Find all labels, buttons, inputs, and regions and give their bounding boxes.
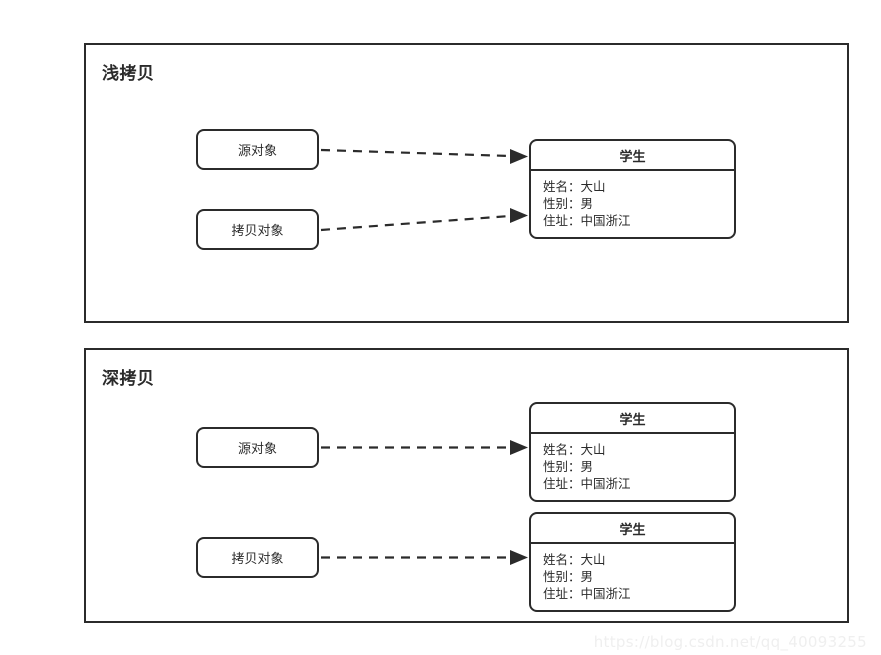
shallow-source-object-label: 源对象 [237, 144, 277, 159]
shallow-arrow-copy-to-card [320, 208, 528, 232]
deep-student-card-copy-header: 学生 [531, 514, 734, 544]
shallow-student-attr-name: 姓名：大山 [543, 179, 606, 194]
shallow-student-card[interactable]: 学生 姓名：大山 性别：男 住址：中国浙江 [529, 139, 736, 239]
deep-source-attr-name: 姓名：大山 [543, 442, 606, 457]
deep-source-attr-address: 住址：中国浙江 [543, 476, 631, 491]
shallow-arrow-source-to-card [320, 148, 528, 164]
shallow-copy-object-label: 拷贝对象 [231, 224, 284, 239]
shallow-student-attr-gender: 性别：男 [543, 196, 594, 211]
shallow-source-object-box[interactable]: 源对象 [196, 129, 319, 170]
deep-student-card-copy[interactable]: 学生 姓名：大山 性别：男 住址：中国浙江 [529, 512, 736, 612]
shallow-student-attr-address: 住址：中国浙江 [543, 213, 631, 228]
deep-copy-object-label: 拷贝对象 [231, 552, 284, 567]
section-title-shallow-copy: 浅拷贝 [102, 64, 155, 84]
deep-arrow-source-to-card [321, 440, 528, 455]
deep-copy-attr-name: 姓名：大山 [543, 552, 606, 567]
deep-student-card-source[interactable]: 学生 姓名：大山 性别：男 住址：中国浙江 [529, 402, 736, 502]
watermark-text: https://blog.csdn.net/qq_40093255 [593, 633, 867, 651]
shallow-student-card-header: 学生 [531, 141, 734, 171]
deep-source-attr-gender: 性别：男 [543, 459, 594, 474]
deep-student-card-source-body: 姓名：大山 性别：男 住址：中国浙江 [531, 434, 734, 500]
section-title-deep-copy: 深拷贝 [102, 369, 155, 389]
deep-student-card-source-header: 学生 [531, 404, 734, 434]
section-shallow-copy: 浅拷贝 源对象 拷贝对象 学生 姓名：大山 性别：男 住址：中国浙江 [84, 43, 849, 323]
deep-copy-attr-gender: 性别：男 [543, 569, 594, 584]
shallow-student-card-body: 姓名：大山 性别：男 住址：中国浙江 [531, 171, 734, 237]
deep-student-card-copy-body: 姓名：大山 性别：男 住址：中国浙江 [531, 544, 734, 610]
shallow-copy-object-box[interactable]: 拷贝对象 [196, 209, 319, 250]
deep-copy-attr-address: 住址：中国浙江 [543, 586, 631, 601]
deep-source-object-label: 源对象 [237, 442, 277, 457]
deep-source-object-box[interactable]: 源对象 [196, 427, 319, 468]
section-deep-copy: 深拷贝 源对象 拷贝对象 学生 姓名：大山 性别：男 住址：中国浙江 学生 姓名… [84, 348, 849, 623]
deep-copy-object-box[interactable]: 拷贝对象 [196, 537, 319, 578]
deep-arrow-copy-to-card [321, 550, 528, 565]
